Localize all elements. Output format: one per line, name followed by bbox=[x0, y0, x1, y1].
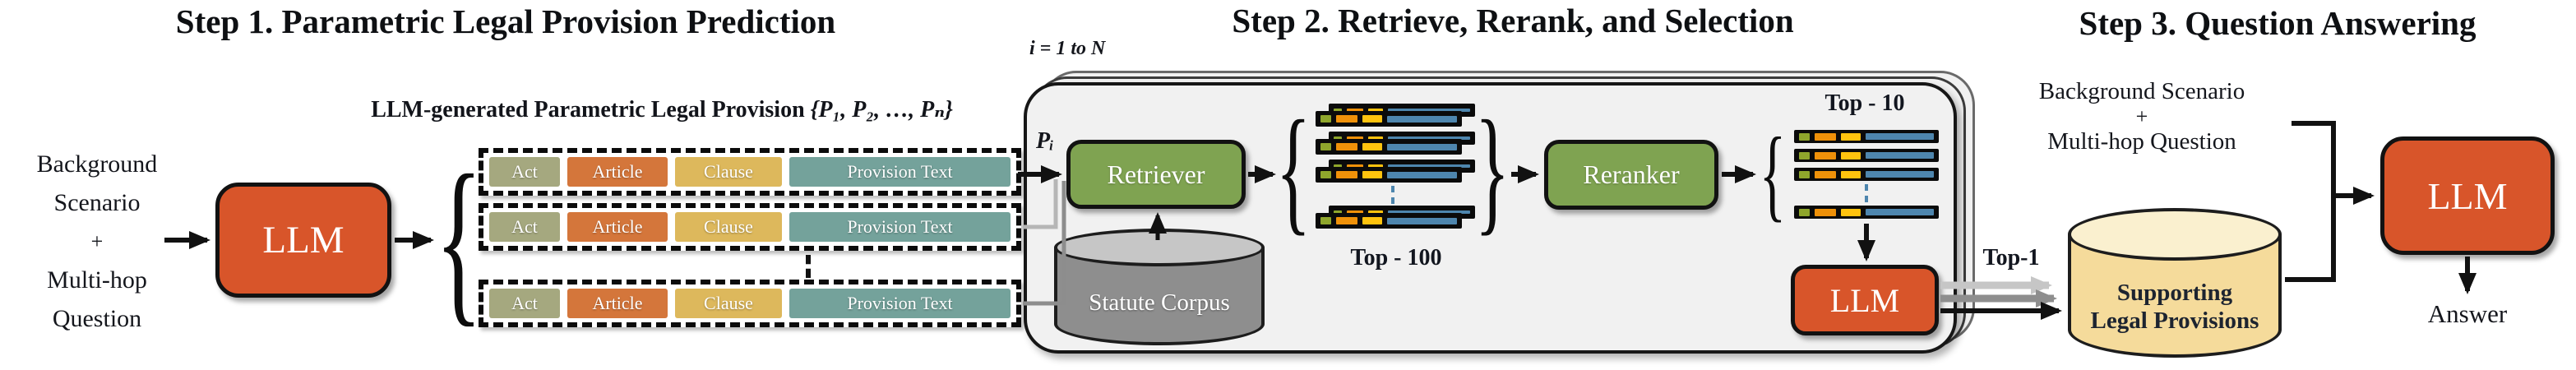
statute-corpus-body: Statute Corpus bbox=[1054, 247, 1265, 345]
provisions-caption-text: LLM-generated Parametric Legal Provision bbox=[371, 97, 805, 123]
step2-title: Step 2. Retrieve, Rerank, and Selection bbox=[1232, 2, 1794, 39]
background-question-text: Background Scenario + Multi-hop Question bbox=[2, 145, 192, 338]
field-act: Act bbox=[489, 289, 560, 318]
ellipsis-dots-top10 bbox=[1865, 184, 1868, 202]
input-line: Scenario bbox=[53, 189, 141, 216]
left-curly-brace-top10: { bbox=[1759, 118, 1787, 232]
llm-box-step1: LLM bbox=[215, 183, 391, 298]
top100-doc-stack bbox=[1316, 104, 1480, 234]
pi-label: Pᵢ bbox=[1036, 128, 1054, 154]
llm-label: LLM bbox=[262, 219, 345, 261]
reranker-box: Reranker bbox=[1544, 140, 1718, 210]
doc-item bbox=[1794, 149, 1939, 162]
statute-corpus-label: Statute Corpus bbox=[1089, 289, 1230, 316]
reranker-label: Reranker bbox=[1583, 160, 1680, 189]
provisions-caption: LLM-generated Parametric Legal Provision… bbox=[321, 95, 1003, 123]
supporting-provisions-label: Supporting Legal Provisions bbox=[2091, 257, 2259, 335]
field-provision-text: Provision Text bbox=[789, 212, 1011, 242]
field-clause: Clause bbox=[675, 157, 782, 187]
doc-item bbox=[1794, 130, 1939, 143]
field-act: Act bbox=[489, 157, 560, 187]
doc-item bbox=[1794, 206, 1939, 219]
doc-item bbox=[1316, 132, 1477, 156]
field-article: Article bbox=[567, 157, 668, 187]
supporting-line: Supporting bbox=[2116, 280, 2233, 306]
field-provision-text: Provision Text bbox=[789, 289, 1011, 318]
doc-front bbox=[1316, 139, 1462, 155]
top100-label: Top - 100 bbox=[1350, 245, 1442, 271]
context-line: Multi-hop Question bbox=[2047, 128, 2236, 155]
doc-front bbox=[1316, 111, 1462, 127]
statute-corpus-top bbox=[1054, 229, 1265, 266]
left-curly-brace-step1: { bbox=[435, 137, 483, 343]
supporting-provisions-cylinder: Supporting Legal Provisions bbox=[2068, 208, 2282, 358]
context-line: + bbox=[2135, 104, 2148, 128]
doc-item bbox=[1794, 168, 1939, 181]
field-article: Article bbox=[567, 212, 668, 242]
answer-label: Answer bbox=[2427, 299, 2508, 328]
llm-box-step2: LLM bbox=[1791, 265, 1939, 335]
ellipsis-dots-vertical bbox=[806, 255, 811, 278]
supporting-provisions-top bbox=[2068, 208, 2282, 261]
provisions-set-math: {P₁, P₂, …, Pₙ} bbox=[810, 97, 953, 123]
input-line: Question bbox=[52, 305, 142, 332]
doc-item bbox=[1316, 104, 1477, 128]
top10-label: Top - 10 bbox=[1824, 90, 1905, 116]
iteration-label: i = 1 to N bbox=[1029, 38, 1106, 59]
doc-item bbox=[1316, 206, 1477, 230]
supporting-line: Legal Provisions bbox=[2090, 308, 2259, 334]
input-line: + bbox=[90, 229, 104, 253]
statute-corpus-cylinder: Statute Corpus bbox=[1054, 229, 1265, 345]
input-line: Background bbox=[36, 150, 158, 178]
top10-doc-stack bbox=[1794, 130, 1939, 220]
doc-front bbox=[1316, 213, 1462, 229]
field-clause: Clause bbox=[675, 289, 782, 318]
field-clause: Clause bbox=[675, 212, 782, 242]
retriever-label: Retriever bbox=[1107, 159, 1205, 189]
provision-row: Act Article Clause Provision Text bbox=[479, 203, 1021, 251]
provision-row: Act Article Clause Provision Text bbox=[479, 148, 1021, 196]
top1-label: Top-1 bbox=[1982, 245, 2040, 271]
field-article: Article bbox=[567, 289, 668, 318]
step3-title: Step 3. Question Answering bbox=[2079, 4, 2477, 42]
retriever-box: Retriever bbox=[1066, 140, 1246, 209]
llm-label: LLM bbox=[1829, 281, 1900, 319]
context-text: Background Scenario + Multi-hop Question bbox=[1994, 77, 2290, 156]
doc-item bbox=[1316, 160, 1477, 184]
context-line: Background Scenario bbox=[2038, 78, 2245, 104]
ellipsis-dots-top100 bbox=[1391, 186, 1394, 204]
left-curly-brace-top100: { bbox=[1275, 91, 1311, 248]
provision-row: Act Article Clause Provision Text bbox=[479, 280, 1021, 327]
input-line: Multi-hop bbox=[47, 266, 147, 294]
doc-front bbox=[1316, 167, 1462, 183]
step1-title: Step 1. Parametric Legal Provision Predi… bbox=[175, 2, 836, 40]
field-provision-text: Provision Text bbox=[789, 157, 1011, 187]
field-act: Act bbox=[489, 212, 560, 242]
llm-box-step3: LLM bbox=[2380, 136, 2555, 255]
right-curly-brace-top100: } bbox=[1474, 91, 1510, 248]
llm-label: LLM bbox=[2427, 174, 2508, 217]
